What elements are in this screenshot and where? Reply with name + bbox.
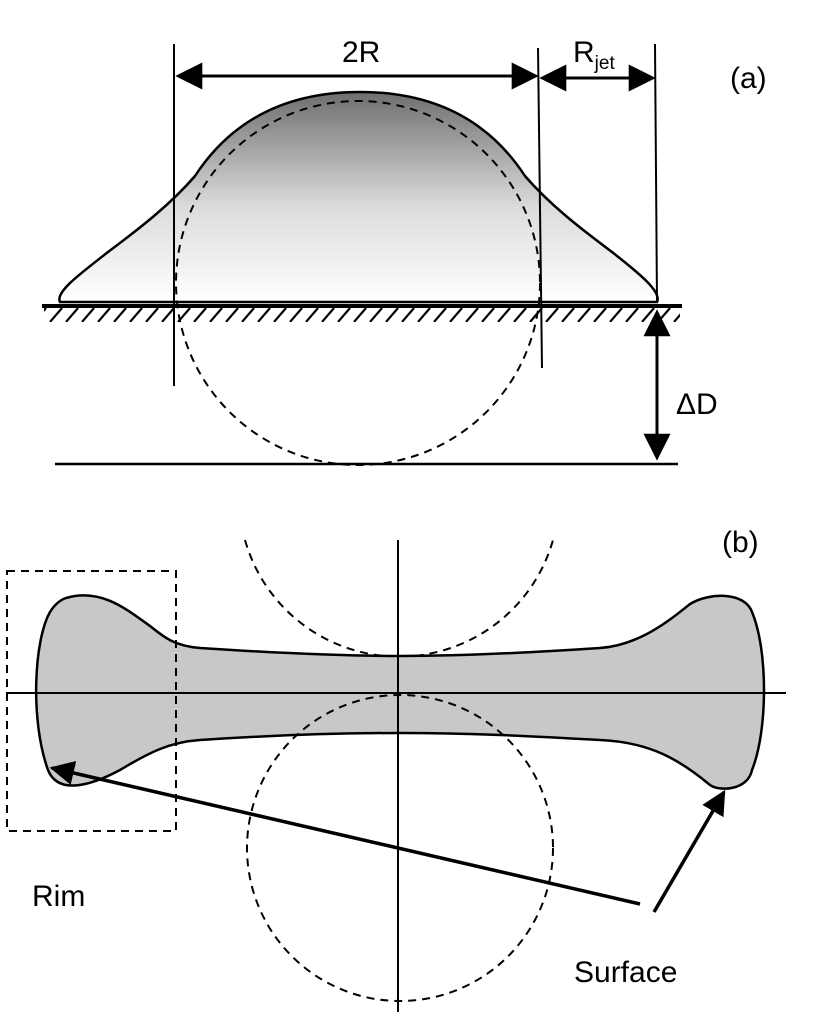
extension-line-right-jet [654, 43, 658, 303]
surface-pointer-arrow [652, 789, 726, 913]
disk-cross-section [34, 594, 766, 790]
panel-a-tag: (a) [730, 62, 767, 95]
lower-circle-dashed [246, 694, 554, 1002]
label-2r: 2R [342, 36, 380, 69]
label-surface: Surface [574, 956, 677, 989]
panel-b-tag: (b) [722, 526, 759, 559]
droplet-profile [58, 90, 659, 304]
label-delta-d: ΔD [676, 388, 718, 421]
label-rim: Rim [32, 880, 85, 913]
panel-b: (b) Rim Surface [6, 526, 786, 1012]
rim-highlight-box [6, 570, 177, 832]
label-rjet-main: R [573, 36, 595, 69]
upper-circle-arc-dashed [244, 539, 554, 658]
label-rjet: Rjet [573, 36, 615, 74]
rim-pointer-arrow [49, 761, 641, 906]
extension-line-right-2r [537, 47, 543, 369]
panel-a: 2R Rjet ΔD (a) [42, 36, 767, 466]
label-rjet-subscript: jet [594, 53, 616, 74]
ground-hatching [44, 306, 680, 322]
